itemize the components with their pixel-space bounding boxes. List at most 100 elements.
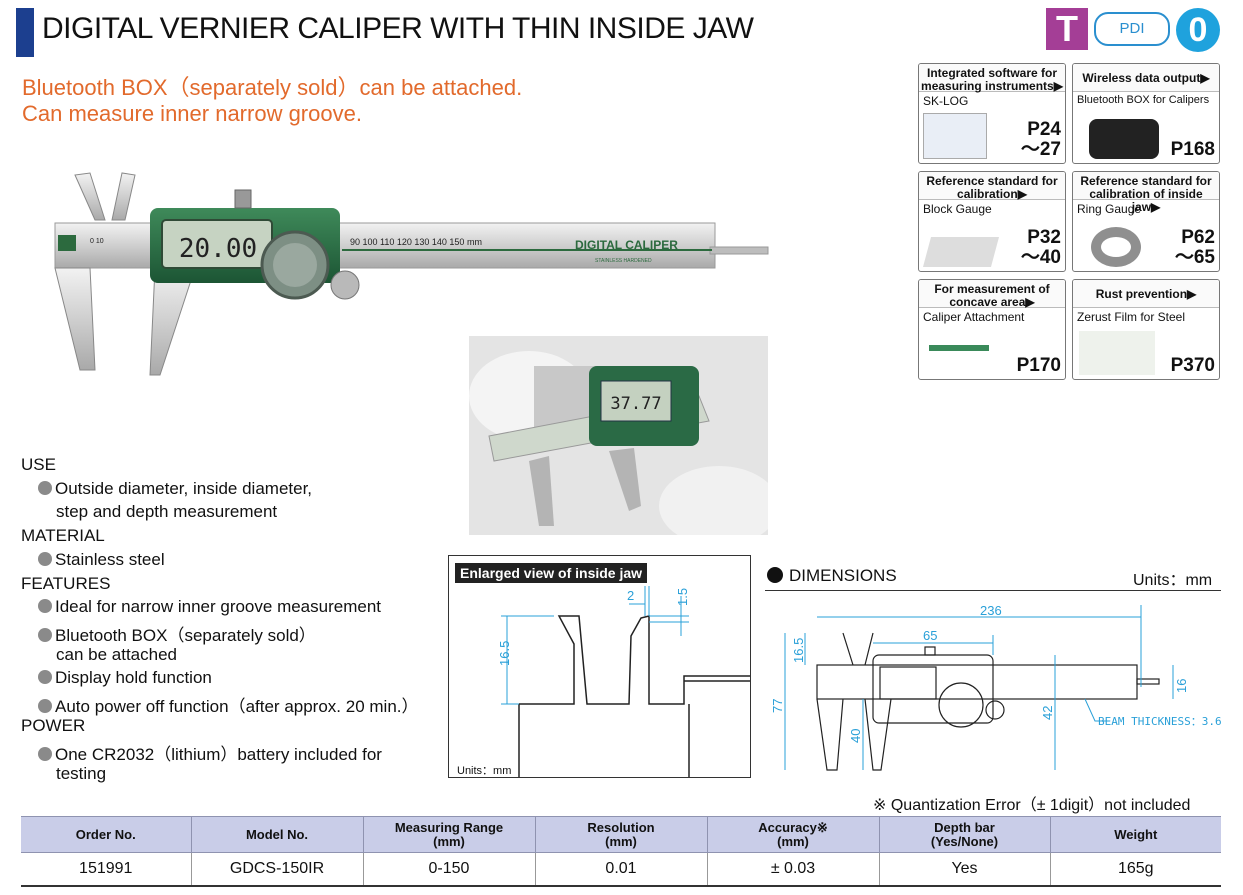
table-row: 151991 GDCS-150IR 0-150 0.01 ± 0.03 Yes … [21, 852, 1221, 887]
svg-text:20.00: 20.00 [179, 234, 257, 264]
ref-card-page: P32 ～40 [1020, 227, 1061, 268]
ref-card-product: Ring Gauge [1077, 202, 1142, 216]
ref-card-page: P370 [1170, 355, 1215, 376]
feature-item: Ideal for narrow inner groove measuremen… [38, 597, 381, 617]
caliper-product-image: 20.00 90 100 110 120 130 140 150 mm DIGI… [54, 172, 769, 376]
power-item: One CR2032（lithium）battery included for [38, 740, 382, 765]
bullet-icon [38, 699, 52, 713]
ref-card-product: Zerust Film for Steel [1077, 310, 1186, 324]
svg-text:42: 42 [1040, 706, 1055, 720]
ref-card-product: Caliper Attachment [923, 310, 1025, 324]
dimensions-heading: DIMENSIONS [767, 566, 897, 586]
column-header-depth-bar: Depth bar (Yes/None) [878, 816, 1051, 853]
badge-zero-icon: 0 [1176, 8, 1220, 52]
ref-card-page: P24 ～27 [1020, 119, 1061, 160]
svg-text:2: 2 [627, 588, 634, 603]
bullet-icon [767, 567, 783, 583]
ref-card-page: P62 ～65 [1174, 227, 1215, 268]
use-item: Outside diameter, inside diameter, [38, 479, 312, 499]
material-item: Stainless steel [38, 550, 165, 570]
ref-card-page: P170 [1016, 355, 1061, 376]
feature-item: Auto power off function（after approx. 20… [38, 692, 419, 717]
ref-card-product: Bluetooth BOX for Calipers [1077, 94, 1210, 106]
bullet-icon [38, 552, 52, 566]
badge-pdi-icon: PDI [1094, 12, 1170, 46]
ref-card-ring-gauge[interactable]: Reference standard for calibration of in… [1072, 171, 1220, 272]
ref-card-heading: For measurement of concave area▶ [919, 280, 1065, 309]
dimensions-divider [765, 590, 1221, 591]
bullet-icon [38, 747, 52, 761]
material-heading: MATERIAL [21, 526, 105, 545]
svg-text:65: 65 [923, 628, 937, 643]
column-header-resolution: Resolution (mm) [534, 816, 708, 853]
feature-item: Display hold function [38, 668, 212, 688]
svg-text:16: 16 [1174, 679, 1189, 693]
svg-text:90 100 110 120 130: 90 100 110 120 130 140 150 mm [350, 237, 482, 247]
svg-text:16.5: 16.5 [497, 641, 512, 666]
svg-text:STAINLESS HARDENED: STAINLESS HARDENED [595, 258, 652, 264]
cell-weight: 165g [1049, 852, 1221, 887]
ref-card-caliper-attachment[interactable]: For measurement of concave area▶ Caliper… [918, 279, 1066, 380]
power-heading: POWER [21, 716, 86, 735]
svg-text:77: 77 [770, 699, 785, 713]
column-header-weight: Weight [1049, 816, 1221, 853]
bullet-icon [38, 670, 52, 684]
svg-text:BEAM THICKNESS：3.6: BEAM THICKNESS：3.6 [1098, 715, 1222, 728]
spec-table: Order No. Model No. Measuring Range (mm)… [21, 816, 1221, 887]
column-header-model-no: Model No. [190, 816, 364, 853]
bullet-icon [38, 628, 52, 642]
ref-card-heading: Integrated software for measuring instru… [919, 64, 1065, 93]
tagline-bluetooth: Bluetooth BOX（separately sold）can be att… [22, 75, 523, 100]
caliper-attachment-icon [929, 345, 989, 375]
quantization-note: ※ Quantization Error（± 1digit）not includ… [873, 797, 1191, 814]
ref-card-product: SK-LOG [923, 94, 969, 108]
cell-measuring-range: 0-150 [362, 852, 536, 887]
table-header-row: Order No. Model No. Measuring Range (mm)… [21, 816, 1221, 853]
jaw-units-label: Units：mm [457, 765, 512, 777]
inside-jaw-diagram [448, 555, 751, 778]
use-item-cont: step and depth measurement [56, 502, 278, 521]
ref-card-sklog[interactable]: Integrated software for measuring instru… [918, 63, 1066, 164]
bullet-icon [38, 599, 52, 613]
cell-accuracy: ± 0.03 [706, 852, 880, 887]
block-gauge-icon [922, 237, 1000, 267]
software-screenshot-icon [923, 113, 987, 159]
column-header-measuring-range: Measuring Range (mm) [362, 816, 536, 853]
page-title: DIGITAL VERNIER CALIPER WITH THIN INSIDE… [42, 12, 754, 45]
cell-order-no: 151991 [21, 852, 192, 887]
svg-text:236: 236 [980, 603, 1002, 618]
svg-text:0 10: 0 10 [90, 238, 104, 245]
feature-item: Bluetooth BOX（separately sold） [38, 621, 316, 646]
feature-item-cont: can be attached [56, 645, 177, 664]
ref-card-block-gauge[interactable]: Reference standard for calibration▶ Bloc… [918, 171, 1066, 272]
cell-depth-bar: Yes [878, 852, 1051, 887]
bullet-icon [38, 481, 52, 495]
badge-t-icon: T [1046, 8, 1088, 50]
ref-card-heading: Wireless data output▶ [1073, 64, 1219, 92]
title-accent-bar [16, 8, 34, 57]
svg-text:16.5: 16.5 [791, 638, 806, 663]
tagline-groove: Can measure inner narrow groove. [22, 101, 362, 126]
ref-card-heading: Rust prevention▶ [1073, 280, 1219, 308]
ref-card-heading: Reference standard for calibration of in… [1073, 172, 1219, 214]
ref-card-page: P168 [1170, 139, 1215, 160]
svg-text:37.77: 37.77 [610, 394, 661, 414]
inside-jaw-drawing: 16.5 2 1.5 [497, 586, 750, 777]
ref-card-zerust-film[interactable]: Rust prevention▶ Zerust Film for Steel P… [1072, 279, 1220, 380]
svg-text:40: 40 [848, 729, 863, 743]
column-header-order-no: Order No. [21, 816, 192, 853]
power-item-cont: testing [56, 764, 107, 783]
features-heading: FEATURES [21, 574, 111, 593]
cell-model-no: GDCS-150IR [190, 852, 364, 887]
inside-jaw-label: Enlarged view of inside jaw [455, 563, 648, 583]
use-heading: USE [21, 455, 56, 474]
dimensions-units: Units：mm [1133, 572, 1213, 589]
ref-card-heading: Reference standard for calibration▶ [919, 172, 1065, 201]
caliper-in-hand-photo: 37.77 [469, 336, 768, 535]
svg-text:DIGITAL CALIPER: DIGITAL CALIPER [575, 238, 678, 252]
column-header-accuracy: Accuracy※ (mm) [706, 816, 880, 853]
zerust-film-icon [1079, 331, 1155, 375]
ring-gauge-icon [1091, 227, 1141, 267]
ref-card-bluetooth-box[interactable]: Wireless data output▶ Bluetooth BOX for … [1072, 63, 1220, 164]
bluetooth-box-icon [1089, 119, 1159, 159]
